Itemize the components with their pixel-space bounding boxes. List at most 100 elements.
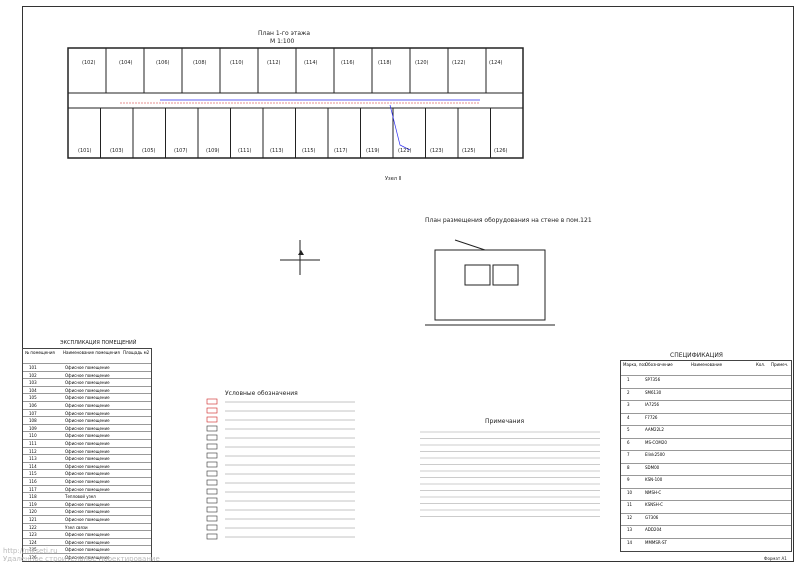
explication-row: 119 Офисное помещение: [23, 499, 151, 509]
room-name: Офисное помещение: [65, 547, 110, 553]
room-name: Офисное помещение: [65, 539, 110, 545]
spec-mark: 10: [627, 489, 633, 495]
room-label: (105): [142, 148, 156, 154]
room-name: Офисное помещение: [65, 532, 110, 538]
room-name: Офисное помещение: [65, 387, 110, 393]
plan-title: План 1-го этажа: [258, 30, 311, 37]
room-name: Офисное помещение: [65, 479, 110, 484]
room-number: 113: [29, 456, 37, 462]
spec-row: 10 NMSH-C: [621, 487, 791, 497]
room-label: (120): [415, 60, 429, 66]
spec-header-name: Наименование: [691, 362, 723, 367]
room-name: Офисное помещение: [65, 463, 110, 469]
node-label: Узел II: [385, 176, 402, 182]
room-label: (103): [110, 148, 124, 154]
spec-mark: 12: [627, 514, 633, 520]
explication-row: 117 Офисное помещение: [23, 484, 151, 494]
room-label: (101): [78, 148, 92, 154]
room-name: Офисное помещение: [65, 486, 110, 492]
room-label: (107): [174, 148, 188, 154]
spec-row: 3 IA7256: [621, 400, 791, 409]
sheet-format: Формат А1: [764, 556, 787, 561]
room-name: Тепловой узел: [65, 494, 96, 500]
room-number: 122: [29, 524, 37, 530]
room-label: (121): [398, 148, 412, 154]
room-name: Офисное помещение: [65, 471, 110, 477]
watermark-url[interactable]: http://mkseti.ru: [3, 547, 58, 555]
room-number: 126: [29, 555, 37, 560]
room-number: 102: [29, 372, 37, 378]
room-number: 119: [29, 501, 37, 507]
room-number: 105: [29, 395, 37, 401]
spec-code: G7306: [645, 514, 659, 520]
spec-mark: 6: [627, 439, 630, 445]
room-number: 123: [29, 532, 37, 538]
room-label: (102): [82, 60, 96, 66]
spec-mark: 7: [627, 452, 630, 457]
floor-plan: [67, 47, 524, 159]
room-label: (117): [334, 148, 348, 154]
plan-scale: М 1:100: [270, 38, 295, 45]
room-number: 120: [29, 509, 37, 515]
room-label: (119): [366, 148, 380, 154]
spec-mark: 14: [627, 539, 633, 545]
legend-symbols: [206, 398, 355, 540]
room-name: Офисное помещение: [65, 501, 110, 507]
room-label: (124): [489, 60, 503, 66]
room-name: Узел связи: [65, 524, 88, 530]
spec-mark: 3: [627, 402, 630, 407]
room-name: Офисное помещение: [65, 433, 110, 439]
spec-mark: 5: [627, 427, 630, 432]
room-label: (118): [378, 60, 392, 66]
spec-mark: 1: [627, 377, 630, 382]
room-number: 109: [29, 425, 37, 431]
room-number: 118: [29, 494, 37, 500]
room-label: (123): [430, 148, 444, 154]
spec-code: AAM22L2: [645, 427, 664, 432]
spec-row: 4 F7726: [621, 412, 791, 422]
spec-mark: 4: [627, 414, 630, 420]
room-number: 117: [29, 486, 37, 492]
spec-code: MS-COM20: [645, 439, 667, 445]
watermark-text: Удаленное строительное проектирование: [3, 555, 160, 563]
room-name: Офисное помещение: [65, 517, 110, 522]
room-number: 104: [29, 387, 37, 393]
spec-code: NMSH-C: [645, 489, 662, 495]
room-label: (104): [119, 60, 133, 66]
spec-code: KSNSH-C: [645, 502, 663, 507]
spec-code: KSN-100: [645, 477, 663, 482]
spec-header-qty: Кол.: [756, 362, 766, 367]
room-name: Офисное помещение: [65, 425, 110, 431]
node-detail: [280, 240, 320, 275]
expl-header-area: Площадь м2: [123, 350, 150, 355]
room-label: (108): [193, 60, 207, 66]
room-label: (109): [206, 148, 220, 154]
spec-code: F7726: [645, 414, 658, 420]
room-number: 111: [29, 441, 37, 446]
expl-header-num: № помещения: [25, 350, 55, 355]
equipment-diagram: [425, 239, 555, 326]
spec-mark: 8: [627, 464, 630, 470]
room-label: (122): [452, 60, 466, 66]
room-label: (126): [494, 148, 508, 154]
spec-code: IA7256: [645, 402, 660, 407]
room-name: Офисное помещение: [65, 418, 110, 424]
notes-title: Примечания: [485, 418, 525, 425]
